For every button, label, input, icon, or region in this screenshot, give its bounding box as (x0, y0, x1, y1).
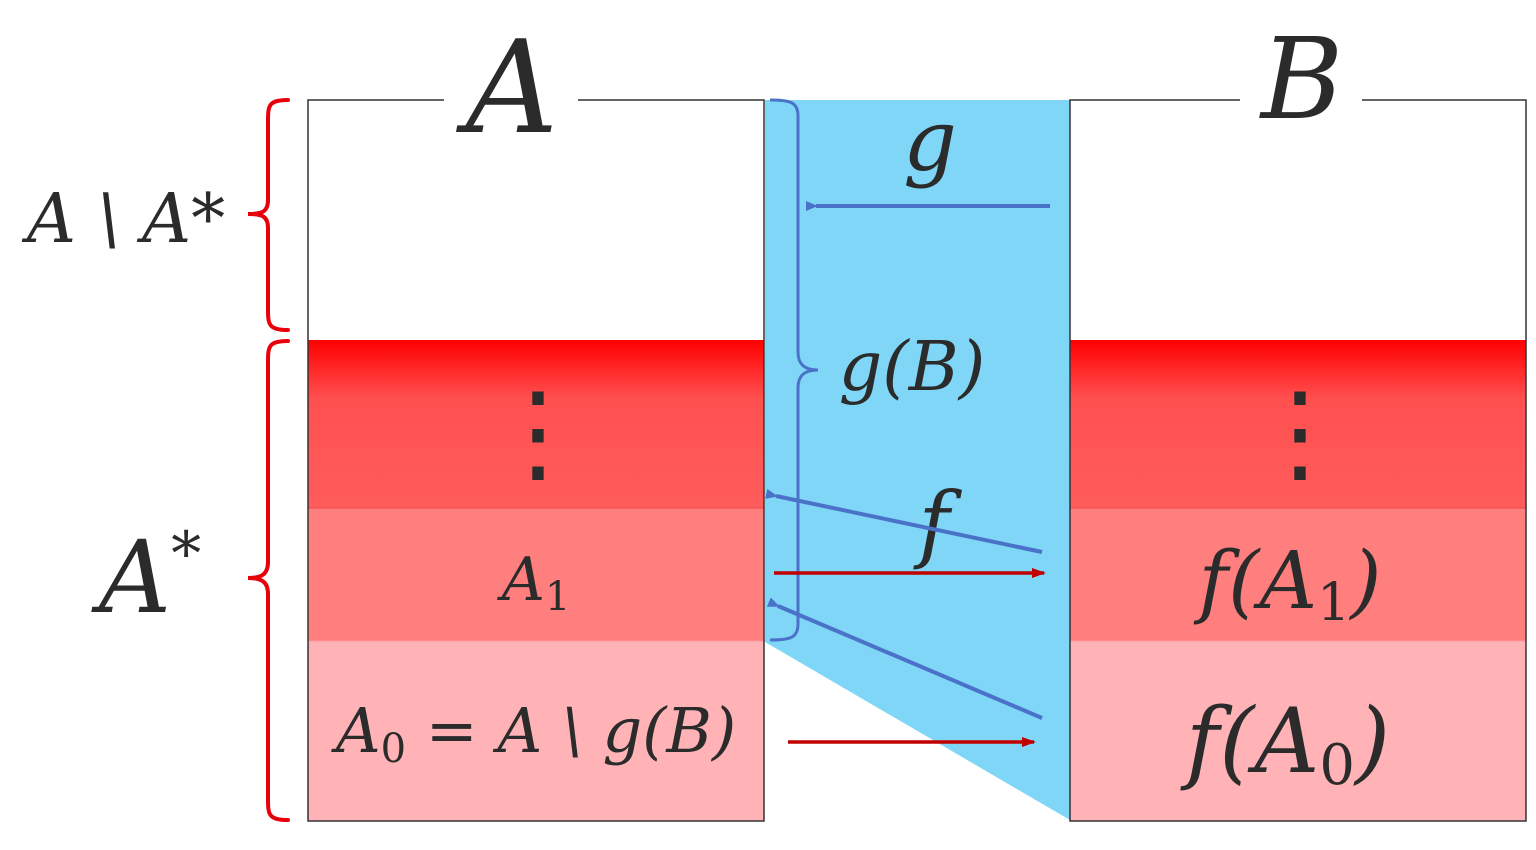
set-b-upper-region (1070, 100, 1526, 340)
set-b-fa0-band (1070, 641, 1526, 821)
fa0-label: f(A0) (1180, 689, 1390, 798)
set-a-ellipsis-band (308, 340, 764, 508)
fa1-label: f(A1) (1194, 534, 1382, 633)
a-star-label: A* (91, 519, 201, 636)
set-b-fa1-band (1070, 508, 1526, 641)
a1-subscript: 1 (545, 574, 570, 620)
g-image-region (765, 100, 1070, 820)
a1-base: A (497, 545, 545, 615)
set-b-box (1069, 99, 1527, 822)
g-image-brace (769, 98, 819, 642)
a0-definition: = A \ g(B) (406, 694, 736, 767)
a-star-sup: * (171, 519, 201, 589)
fa0-subscript: 0 (1319, 733, 1355, 798)
a0-base: A (331, 694, 381, 767)
set-b-title: B (1259, 15, 1343, 145)
set-b-ellipsis: ⋮ (1245, 368, 1355, 496)
fa1-suffix: ) (1348, 534, 1381, 627)
g-image-label: g(B) (839, 328, 986, 407)
set-a-ellipsis: ⋮ (483, 368, 593, 496)
complement-brace (247, 98, 290, 332)
g-arrow-to-band (765, 489, 1043, 554)
set-a-upper-region (308, 100, 764, 340)
a0-label: A0 = A \ g(B) (331, 694, 736, 772)
g-map-label: g (903, 92, 957, 190)
set-a-box (307, 99, 765, 822)
fa0-suffix: ) (1353, 689, 1390, 794)
g-arrow-to-a1 (766, 597, 1043, 720)
fa0-prefix: f(A (1180, 689, 1319, 794)
a0-subscript: 0 (381, 726, 406, 772)
fa1-subscript: 1 (1317, 573, 1350, 633)
fa1-prefix: f(A (1194, 534, 1318, 627)
set-a-a1-band (308, 508, 764, 641)
a-star-base: A (91, 519, 171, 636)
a-star-brace (247, 339, 290, 822)
set-a-title: A (456, 14, 558, 163)
complement-label: A \ A* (21, 180, 225, 259)
set-b-ellipsis-band (1070, 340, 1526, 508)
a1-label: A1 (497, 545, 571, 620)
set-a-a0-band (308, 641, 764, 821)
